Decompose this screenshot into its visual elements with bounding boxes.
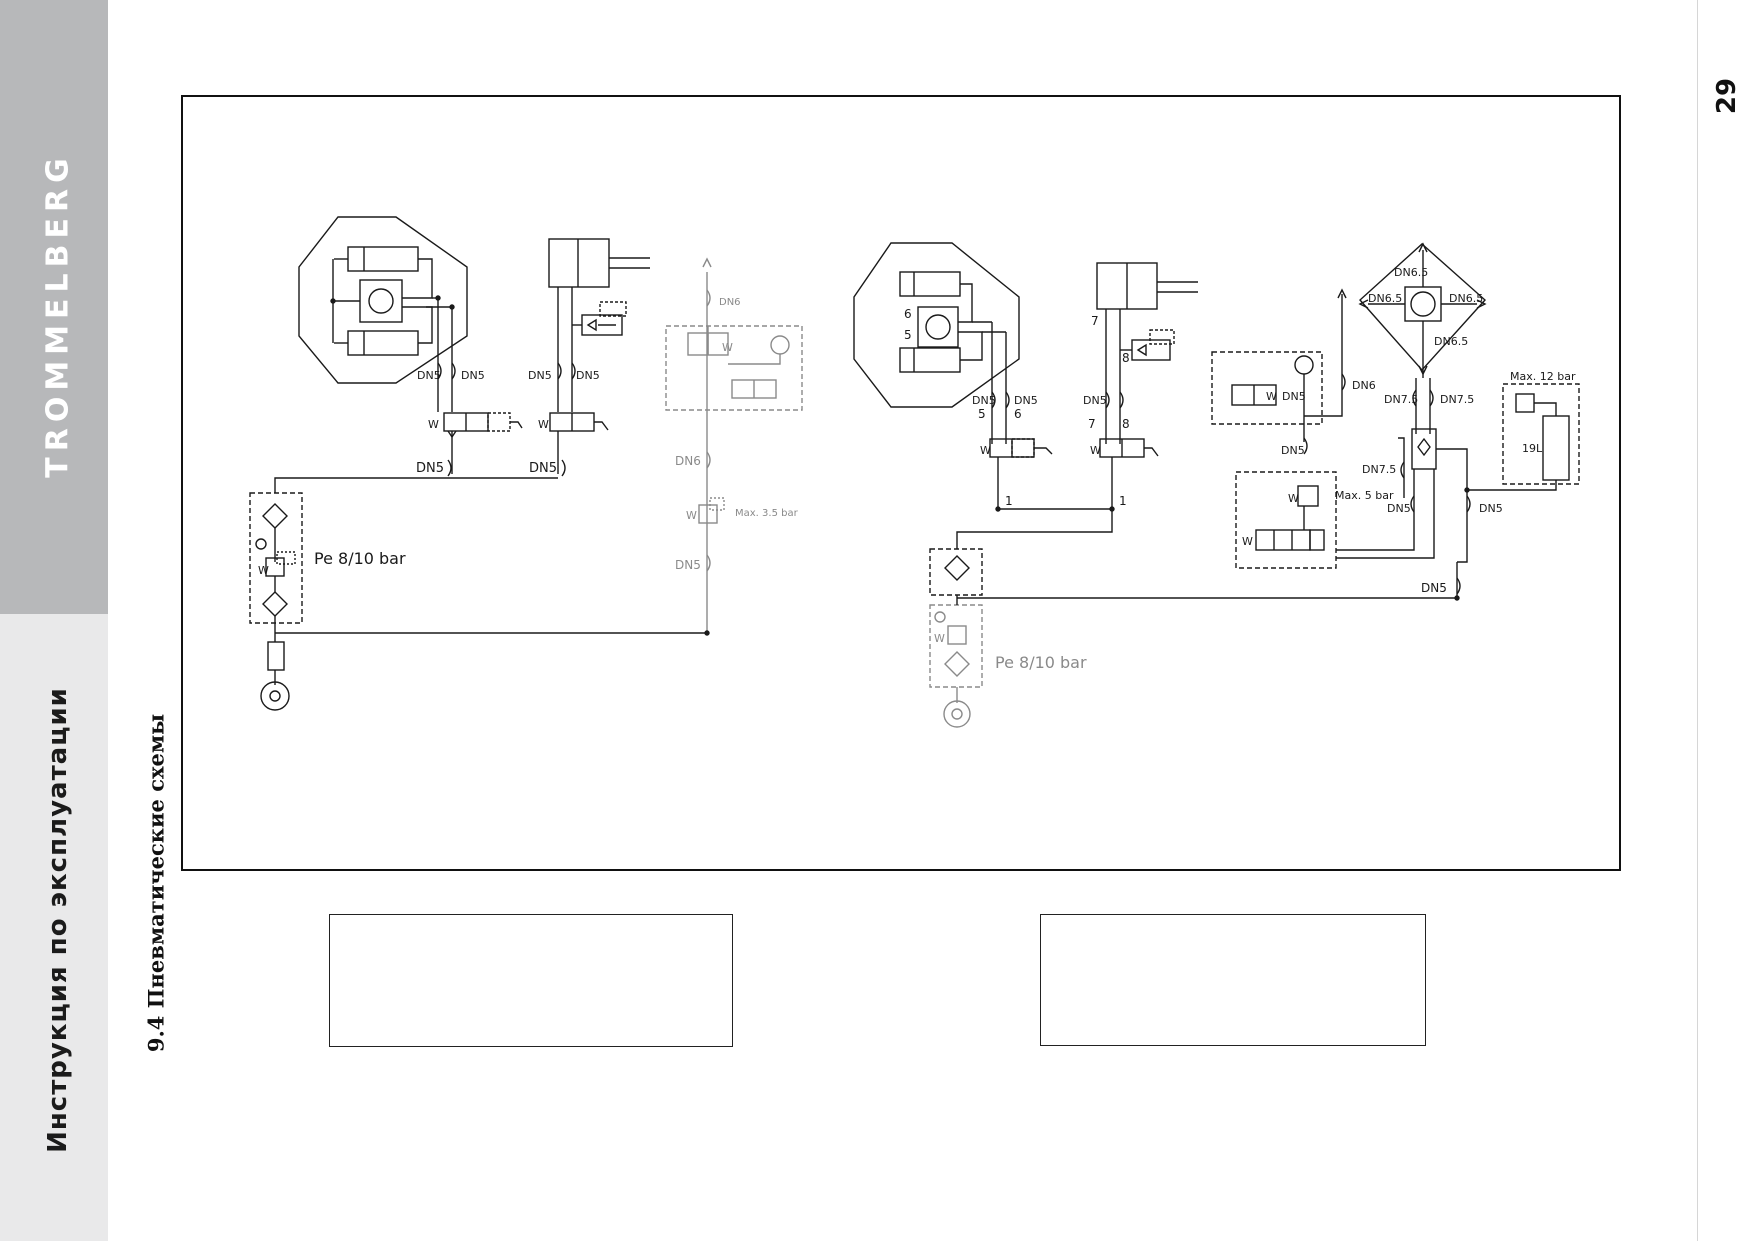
page-edge-line [1697, 0, 1698, 1241]
left-branch-w: W [722, 341, 733, 354]
left-frl-w: W [258, 564, 269, 577]
right-indexer [1359, 243, 1486, 372]
right-dn6-5-top: DN6.5 [1394, 266, 1428, 279]
left-dn-c: DN5 [528, 369, 552, 382]
right-port-8-b: 8 [1122, 417, 1130, 431]
left-supply-pressure: Pe 8/10 bar [314, 549, 406, 568]
left-dn-a: DN5 [417, 369, 441, 382]
brand-band: TROMMELBERG [0, 0, 108, 614]
right-dn5-bottom: DN5 [1421, 581, 1447, 595]
right-dn6-5-right: DN6.5 [1449, 292, 1483, 305]
right-w-2: W [1090, 444, 1101, 457]
right-max-12: Max. 12 bar [1510, 370, 1576, 383]
left-branch-dn-mid: DN6 [675, 454, 701, 468]
right-line-1-a: 1 [1005, 494, 1013, 508]
manual-title: Инструкция по эксплуатации [43, 687, 73, 1153]
page-number: 29 [1712, 77, 1742, 115]
left-branch-w2: W [686, 509, 697, 522]
left-schematic: DN5 DN5 W DN5 DN5 W DN5 DN5 [249, 216, 803, 711]
left-branch-dn-top: DN6 [719, 297, 741, 308]
right-port-5-b: 5 [978, 407, 986, 421]
right-reg-w: W [1288, 492, 1299, 505]
brand-logo-text: TROMMELBERG [40, 152, 76, 478]
right-dn-b: DN5 [1014, 394, 1038, 407]
left-dn-b: DN5 [461, 369, 485, 382]
section-title: 9.4 Пневматические схемы [143, 713, 169, 1053]
right-line-1-b: 1 [1119, 494, 1127, 508]
right-dn6-5-left: DN6.5 [1368, 292, 1402, 305]
right-port-6-b: 6 [1014, 407, 1022, 421]
right-dn5-r2: DN5 [1479, 502, 1503, 515]
right-valve-w: W [1242, 535, 1253, 548]
right-dn5-gauge: DN5 [1282, 390, 1306, 403]
left-branch-dn-low: DN5 [675, 558, 701, 572]
right-max-5: Max. 5 bar [1335, 489, 1394, 502]
left-grey-branch [665, 257, 803, 633]
sidebar: TROMMELBERG Инструкция по эксплуатации [0, 0, 108, 1241]
right-w-1: W [980, 444, 991, 457]
diagram-frame: DN5 DN5 W DN5 DN5 W DN5 DN5 [181, 95, 1621, 871]
right-port-7-b: 7 [1088, 417, 1096, 431]
right-tank-volume: 19L [1522, 442, 1543, 455]
right-dn5-mid: DN5 [1281, 444, 1305, 457]
right-port-8-a: 8 [1122, 351, 1130, 365]
right-dn-a: DN5 [972, 394, 996, 407]
right-gauge-w: W [1266, 390, 1277, 403]
right-dn6-5-bottom: DN6.5 [1434, 335, 1468, 348]
left-regulator-max: Max. 3.5 bar [735, 508, 799, 519]
right-port-7-a: 7 [1091, 314, 1099, 328]
right-turntable-octagon [853, 242, 1020, 408]
left-supply-dn-2: DN5 [529, 461, 557, 476]
right-schematic: 6 5 DN5 DN5 5 6 W 7 8 DN5 7 8 W [853, 242, 1580, 728]
right-dn-c: DN5 [1083, 394, 1107, 407]
right-dn7-5-a: DN7.5 [1384, 393, 1418, 406]
left-w-1: W [428, 418, 439, 431]
left-dn-d: DN5 [576, 369, 600, 382]
caption-box-left [329, 914, 733, 1047]
right-dn6: DN6 [1352, 379, 1376, 392]
left-turntable-octagon [298, 216, 468, 384]
right-port-6-a: 6 [904, 307, 912, 321]
left-supply-dn-1: DN5 [416, 461, 444, 476]
right-dn5-r1: DN5 [1387, 502, 1411, 515]
left-w-2: W [538, 418, 549, 431]
right-port-5-a: 5 [904, 328, 912, 342]
caption-box-right [1040, 914, 1426, 1046]
right-dn7-5-b: DN7.5 [1440, 393, 1474, 406]
right-dn7-5-c: DN7.5 [1362, 463, 1396, 476]
right-supply-pressure: Pe 8/10 bar [995, 653, 1087, 672]
pneumatic-diagram: DN5 DN5 W DN5 DN5 W DN5 DN5 [249, 216, 1580, 728]
right-frl-w: W [934, 632, 945, 645]
